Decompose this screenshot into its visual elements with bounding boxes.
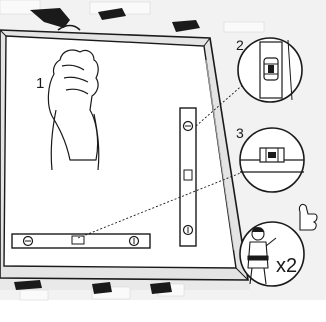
bubble-vial-icon — [260, 148, 284, 162]
step-3-label: 3 — [236, 125, 244, 141]
horizontal-spirit-level — [12, 234, 150, 248]
vertical-spirit-level — [180, 108, 196, 246]
zoom-callout-3 — [240, 128, 304, 192]
step-1-label: 1 — [36, 75, 44, 92]
bubble-vial-icon — [264, 58, 278, 80]
people-multiplier-label: x2 — [276, 255, 297, 277]
zoom-callout-2 — [238, 38, 302, 102]
step-2-label: 2 — [236, 37, 244, 53]
